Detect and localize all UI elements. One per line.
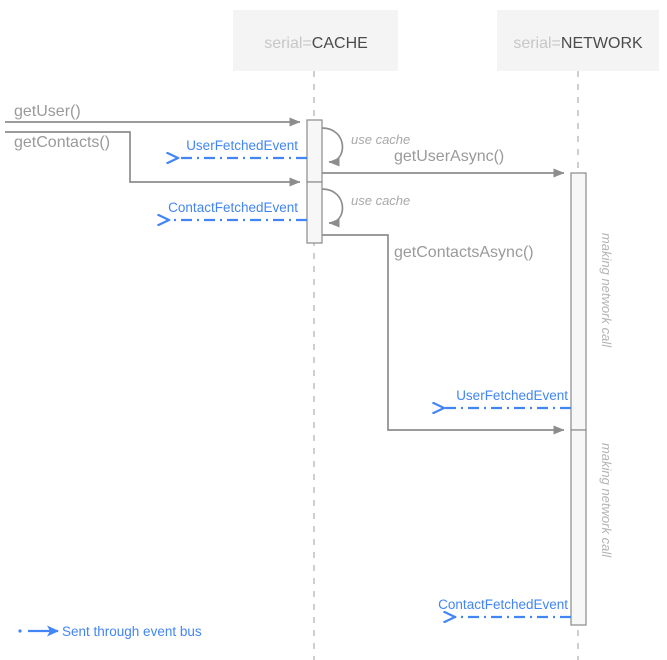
message-label-get-contacts: getContacts() — [14, 134, 110, 151]
participant-cache-value: CACHE — [312, 35, 368, 52]
message-label-get-user: getUser() — [14, 103, 81, 120]
note-making-network-call-1: making network call — [599, 233, 614, 348]
activation-network-2[interactable] — [570, 429, 587, 626]
message-line-get-contacts[interactable] — [5, 131, 301, 187]
self-message-use-cache-1[interactable]: use cache — [321, 127, 410, 167]
message-label-get-user-async: getUserAsync() — [394, 148, 504, 165]
participant-cache[interactable]: serial=CACHE — [233, 10, 398, 71]
note-making-network-call-2: making network call — [599, 443, 614, 558]
self-message-label-1: use cache — [351, 132, 410, 147]
participant-network[interactable]: serial=NETWORK — [497, 10, 659, 71]
self-message-arc-2[interactable] — [321, 188, 344, 228]
message-line-get-contacts-async[interactable] — [322, 234, 565, 435]
event-user-fetched-network[interactable]: UserFetchedEvent — [444, 388, 571, 408]
event-contact-fetched-network[interactable]: ContactFetchedEvent — [438, 597, 571, 617]
participant-cache-box[interactable] — [233, 10, 398, 71]
activation-cache-2[interactable] — [306, 181, 323, 244]
participant-network-label: serial=NETWORK — [513, 35, 643, 52]
message-label-get-contacts-async: getContactsAsync() — [394, 244, 534, 261]
legend-event-bus: Sent through event bus — [18, 624, 202, 639]
event-contact-fetched-cache[interactable]: ContactFetchedEvent — [168, 200, 307, 220]
activation-network-1[interactable] — [570, 172, 587, 431]
event-label-user-fetched-network: UserFetchedEvent — [456, 388, 568, 403]
legend-dot-icon — [18, 629, 22, 633]
event-label-contact-fetched-cache: ContactFetchedEvent — [168, 200, 298, 215]
participant-network-value: NETWORK — [561, 35, 643, 52]
event-label-contact-fetched-network: ContactFetchedEvent — [438, 597, 568, 612]
participant-network-box[interactable] — [497, 10, 659, 71]
participant-cache-label: serial=CACHE — [264, 35, 368, 52]
self-message-label-2: use cache — [351, 193, 410, 208]
participant-network-prefix: serial= — [513, 35, 561, 52]
legend-label: Sent through event bus — [62, 624, 202, 639]
self-message-use-cache-2[interactable]: use cache — [321, 188, 410, 228]
activation-cache-1[interactable] — [306, 119, 323, 183]
event-label-user-fetched-cache: UserFetchedEvent — [186, 138, 298, 153]
participant-cache-prefix: serial= — [264, 35, 312, 52]
event-user-fetched-cache[interactable]: UserFetchedEvent — [178, 138, 307, 158]
self-message-arc-1[interactable] — [321, 127, 344, 167]
